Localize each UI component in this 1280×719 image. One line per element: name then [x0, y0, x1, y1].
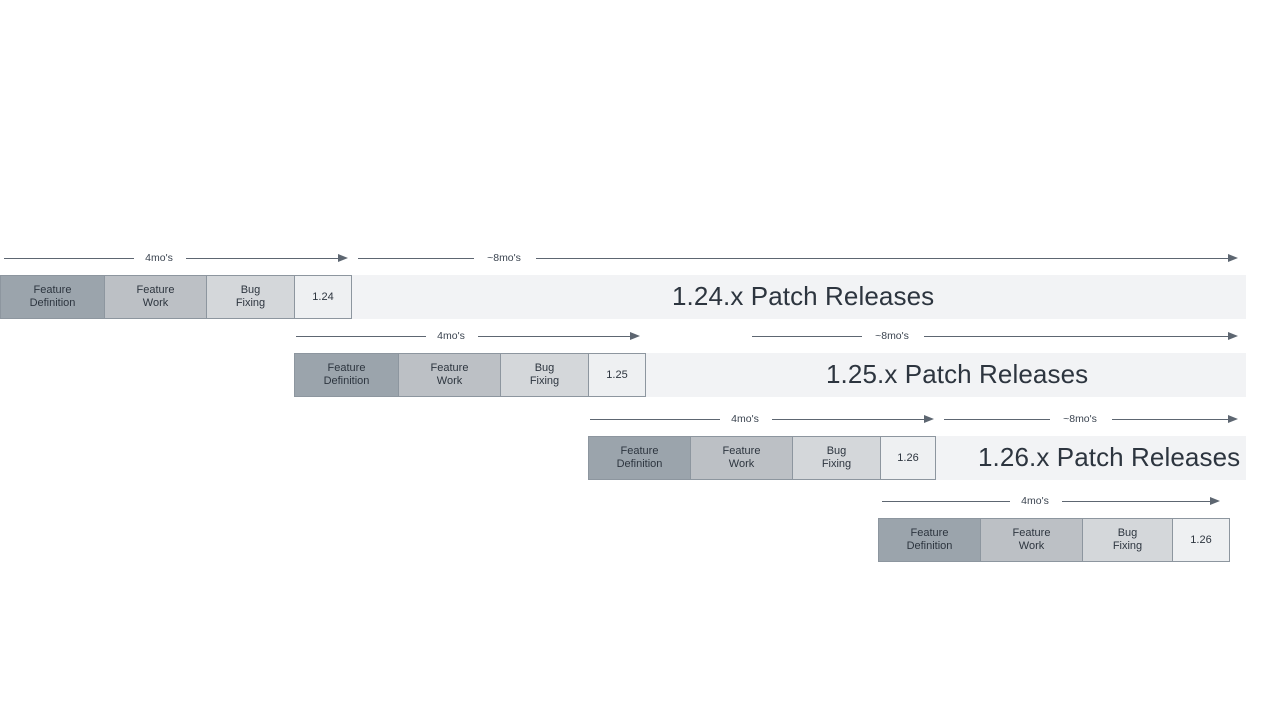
- phase-label-line1: Feature: [722, 445, 761, 457]
- phase-feature-work: Feature Work: [105, 276, 207, 318]
- duration-arrow-patch-1-25: ~8mo's: [752, 328, 1238, 350]
- phase-label-line2: Definition: [906, 540, 953, 552]
- duration-label-dev: 4mo's: [1021, 495, 1049, 507]
- version-label: 1.25: [606, 368, 628, 381]
- duration-arrow-dev-1-25: 4mo's: [296, 328, 640, 350]
- phase-label-line2: Fixing: [529, 375, 560, 387]
- phase-label-line1: Feature: [327, 362, 366, 374]
- phase-feature-definition: Feature Definition: [1, 276, 105, 318]
- arrow-line-left: [4, 258, 134, 259]
- phase-label-line2: Definition: [323, 375, 370, 387]
- phase-label-line1: Feature: [136, 284, 175, 296]
- phase-feature-definition: Feature Definition: [879, 519, 981, 561]
- version-box: 1.25: [589, 354, 645, 396]
- arrow-head-icon: [924, 415, 934, 423]
- duration-label-dev: 4mo's: [145, 252, 173, 264]
- arrow-line-right: [1062, 501, 1211, 502]
- phase-label-line2: Work: [1018, 540, 1045, 552]
- arrow-line-right: [772, 419, 925, 420]
- arrow-head-icon: [1210, 497, 1220, 505]
- patch-release-label: 1.25.x Patch Releases: [826, 359, 1089, 389]
- duration-arrow-dev-1-26: 4mo's: [590, 411, 934, 433]
- version-label: 1.24: [312, 290, 334, 303]
- arrow-line-left: [882, 501, 1010, 502]
- phase-label-line2: Fixing: [821, 458, 852, 470]
- phase-label-line1: Bug: [826, 445, 847, 457]
- arrow-line-left: [944, 419, 1050, 420]
- version-box: 1.26: [1173, 519, 1229, 561]
- phase-bar-1-24: Feature Definition Feature Work Bug Fixi…: [0, 275, 352, 319]
- phase-label-line1: Feature: [33, 284, 72, 296]
- duration-arrow-dev-1-26-next: 4mo's: [882, 493, 1220, 515]
- phase-label-line2: Definition: [29, 297, 76, 309]
- arrow-line-right: [924, 336, 1229, 337]
- phase-label-line1: Feature: [910, 527, 949, 539]
- phase-label-line1: Feature: [620, 445, 659, 457]
- arrow-line-right: [478, 336, 631, 337]
- patch-release-label: 1.26.x Patch Releases: [978, 442, 1241, 472]
- phase-label-line1: Bug: [534, 362, 555, 374]
- version-label: 1.26: [1190, 533, 1212, 546]
- phase-label-line2: Definition: [616, 458, 663, 470]
- arrow-line-right: [536, 258, 1229, 259]
- duration-arrow-patch-1-26: ~8mo's: [944, 411, 1238, 433]
- arrow-head-icon: [338, 254, 348, 262]
- version-box: 1.24: [295, 276, 351, 318]
- arrow-line-right: [1112, 419, 1229, 420]
- phase-label-line2: Work: [728, 458, 755, 470]
- phase-label-line2: Work: [436, 375, 463, 387]
- arrow-line-left: [296, 336, 426, 337]
- patch-release-label: 1.24.x Patch Releases: [672, 281, 935, 311]
- phase-bug-fixing: Bug Fixing: [793, 437, 881, 479]
- phase-feature-definition: Feature Definition: [589, 437, 691, 479]
- arrow-head-icon: [1228, 254, 1238, 262]
- arrow-head-icon: [630, 332, 640, 340]
- phase-bug-fixing: Bug Fixing: [1083, 519, 1173, 561]
- duration-arrow-patch-1-24: ~8mo's: [358, 250, 1238, 272]
- arrow-line-left: [752, 336, 862, 337]
- phase-bug-fixing: Bug Fixing: [501, 354, 589, 396]
- duration-label-patch: ~8mo's: [487, 252, 521, 264]
- phase-label-line2: Fixing: [235, 297, 266, 309]
- phase-bug-fixing: Bug Fixing: [207, 276, 295, 318]
- phase-label-line1: Bug: [1117, 527, 1138, 539]
- arrow-head-icon: [1228, 415, 1238, 423]
- duration-label-dev: 4mo's: [437, 330, 465, 342]
- phase-feature-work: Feature Work: [691, 437, 793, 479]
- duration-label-patch: ~8mo's: [875, 330, 909, 342]
- phase-label-line2: Fixing: [1112, 540, 1143, 552]
- phase-feature-definition: Feature Definition: [295, 354, 399, 396]
- duration-label-dev: 4mo's: [731, 413, 759, 425]
- phase-label-line1: Bug: [240, 284, 261, 296]
- phase-bar-1-25: Feature Definition Feature Work Bug Fixi…: [294, 353, 646, 397]
- phase-label-line2: Work: [142, 297, 169, 309]
- phase-label-line1: Feature: [1012, 527, 1051, 539]
- phase-bar-1-26-next: Feature Definition Feature Work Bug Fixi…: [878, 518, 1230, 562]
- phase-label-line1: Feature: [430, 362, 469, 374]
- phase-bar-1-26: Feature Definition Feature Work Bug Fixi…: [588, 436, 936, 480]
- arrow-line-left: [358, 258, 474, 259]
- arrow-head-icon: [1228, 332, 1238, 340]
- duration-arrow-dev-1-24: 4mo's: [4, 250, 348, 272]
- version-label: 1.26: [897, 451, 919, 464]
- arrow-line-right: [186, 258, 339, 259]
- phase-feature-work: Feature Work: [399, 354, 501, 396]
- phase-feature-work: Feature Work: [981, 519, 1083, 561]
- duration-label-patch: ~8mo's: [1063, 413, 1097, 425]
- version-box: 1.26: [881, 437, 935, 479]
- arrow-line-left: [590, 419, 720, 420]
